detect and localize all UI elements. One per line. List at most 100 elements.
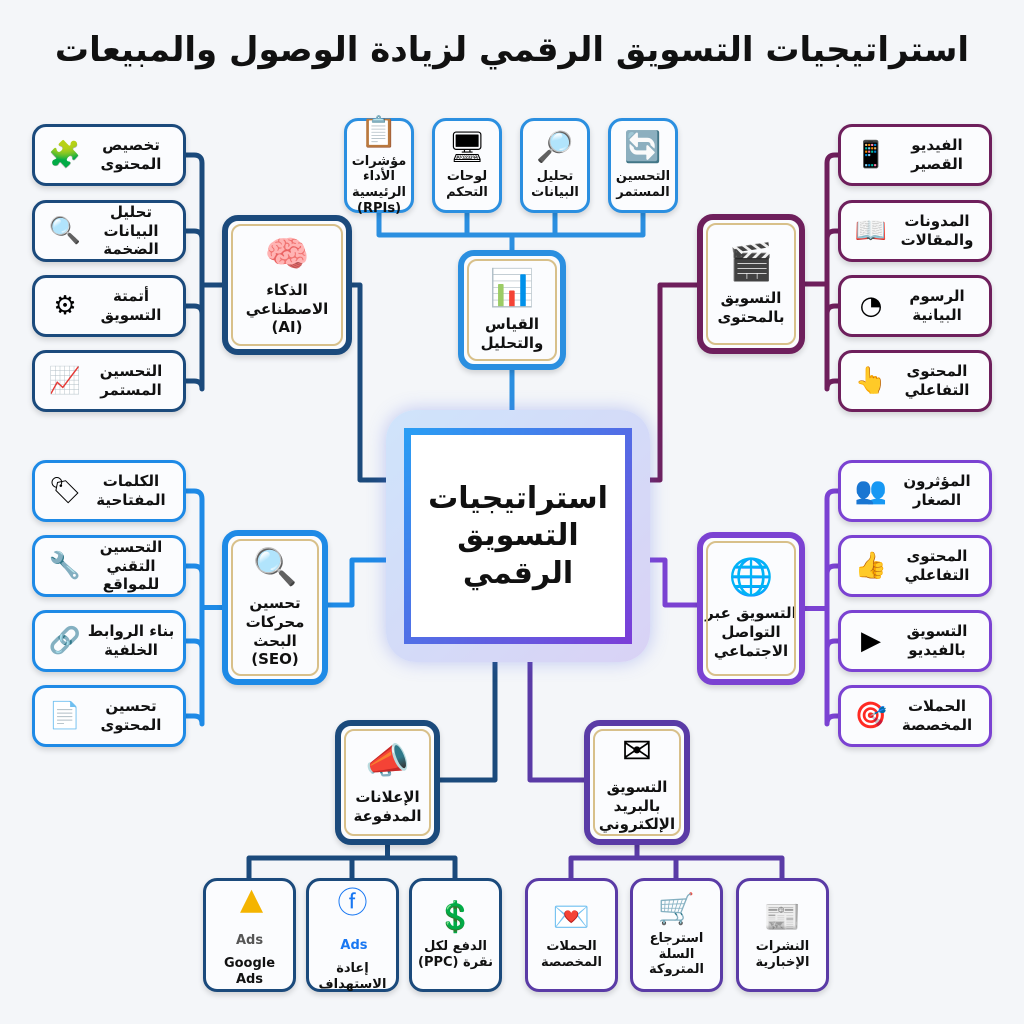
leaf-ai-0[interactable]: تخصيص المحتوى 🧩 — [32, 124, 186, 186]
leaf-label: المؤثرون الصغار — [903, 472, 971, 509]
leaf-social-2[interactable]: التسويق بالفيديو▶ — [838, 610, 992, 672]
clipboard-chart-icon: 📋 — [360, 114, 398, 150]
measure-leaf-connector — [464, 213, 515, 250]
leaf-label: تخصيص المحتوى — [100, 136, 162, 173]
leaf-label: بناء الروابط الخلفية — [87, 622, 175, 659]
leaf-email-2[interactable]: 💌الحملات المخصصة — [525, 878, 618, 992]
like-chat-icon: 👍 — [854, 551, 888, 581]
paid-leaf-connector — [246, 845, 390, 878]
measure-leaf-connector — [509, 213, 558, 250]
leaf-content-2[interactable]: الرسوم البيانية◔ — [838, 275, 992, 337]
leaf-label: Google Ads — [223, 956, 276, 987]
media-icon: 🎬 — [728, 242, 774, 284]
monitor-chart-icon: 🖥 — [447, 130, 487, 166]
leaf-seo-1[interactable]: التحسين التقني للمواقع🔧 — [32, 535, 186, 597]
leaf-ai-2[interactable]: أتمتة التسويق⚙ — [32, 275, 186, 337]
content-leaf-connector — [805, 281, 838, 317]
hub-seo[interactable]: 🔍 تحسين محركات البحث (SEO) — [222, 530, 328, 685]
document-up-icon: 📄 — [48, 701, 82, 731]
envelope-icon: ✉ — [621, 730, 653, 772]
leaf-label: التحسين المستمر — [615, 169, 671, 200]
content-leaf-connector — [805, 152, 838, 287]
newsletter-envelope-icon: 📰 — [763, 899, 802, 935]
ads-badge: Ads — [340, 937, 368, 953]
hub-inner-border — [706, 223, 796, 345]
leaf-label: التحسين المستمر — [99, 362, 163, 399]
leaf-label: التسويق بالفيديو — [906, 622, 968, 659]
leaf-label: استرجاع السلة المتروكة — [649, 931, 704, 978]
leaf-seo-3[interactable]: تحسين المحتوى 📄 — [32, 685, 186, 747]
leaf-seo-2[interactable]: بناء الروابط الخلفية🔗 — [32, 610, 186, 672]
measure-leaf-connector — [376, 213, 515, 250]
ads-badge: Ads — [235, 933, 264, 949]
leaf-social-0[interactable]: المؤثرون الصغار 👥 — [838, 460, 992, 522]
browser-search-icon: 🔍 — [252, 547, 298, 588]
leaf-ai-3[interactable]: التحسين المستمر📈 — [32, 350, 186, 412]
ai-leaf-connector — [186, 228, 222, 288]
hub-label: التسويق عبر التواصل الاجتماعي — [705, 604, 797, 660]
content-connector — [640, 282, 697, 483]
dashboard-gauge-icon: 📊 — [489, 268, 535, 310]
hub-label: الذكاء الاصطناعي (AI) — [245, 280, 329, 337]
hub-inner-border — [593, 729, 681, 836]
leaf-content-1[interactable]: المدونات والمقالات📖 — [838, 200, 992, 262]
paid-leaf-connector — [349, 845, 390, 878]
leaf-label: المحتوى التفاعلي — [904, 362, 970, 399]
click-screen-icon: 👆 — [854, 366, 888, 396]
profile-puzzle-icon: 🧩 — [48, 140, 82, 170]
envelope-heart-icon: 💌 — [552, 899, 591, 935]
hub-content[interactable]: 🎬التسويق بالمحتوى — [697, 214, 805, 354]
social-leaf-connector — [805, 488, 838, 611]
email-leaf-connector — [568, 845, 640, 878]
hub-inner-border — [231, 224, 343, 346]
gears-icon: ⚙ — [53, 291, 77, 321]
leaf-label: الكلمات المفتاحية — [96, 472, 166, 509]
hub-ai[interactable]: 🧠الذكاء الاصطناعي (AI) — [222, 215, 352, 355]
leaf-label: النشرات الإخبارية — [755, 938, 810, 970]
leaf-label: الفيديو القصير — [911, 136, 963, 173]
email-leaf-connector — [634, 845, 785, 878]
target-icon: 🎯 — [854, 701, 888, 731]
cart-ghost-icon: 🛒 — [657, 892, 696, 928]
hub-inner-border — [706, 541, 796, 676]
seo-connector — [328, 557, 395, 608]
hub-label: الإعلانات المدفوعة — [353, 787, 422, 825]
social-network-icon: 🌐 — [728, 557, 774, 599]
leaf-label: تحليل البيانات — [531, 169, 579, 200]
page-title: استراتيجيات التسويق الرقمي لزيادة الوصول… — [54, 30, 970, 70]
leaf-measure-1[interactable]: 🔎تحليل البيانات — [520, 118, 590, 213]
hub-measure[interactable]: 📊القياس والتحليل — [458, 250, 566, 370]
leaf-label: الحملات المخصصة — [901, 697, 973, 734]
leaf-paid-0[interactable]: 💲الدفع لكل نقرة (PPC) — [409, 878, 502, 992]
leaf-label: التحسين التقني للمواقع — [99, 537, 163, 594]
hub-email[interactable]: ✉التسويق بالبريد الإلكتروني — [584, 720, 690, 845]
content-leaf-connector — [805, 281, 838, 392]
hub-social[interactable]: 🌐 التسويق عبر التواصل الاجتماعي — [697, 532, 805, 685]
phone-video-icon: 📱 — [854, 140, 888, 170]
paid-leaf-connector — [385, 845, 458, 878]
google-ads-icon: ▲Ads — [235, 882, 264, 949]
leaf-measure-2[interactable]: 🖥لوحات التحكم — [432, 118, 502, 213]
measure-leaf-connector — [509, 213, 646, 250]
people-star-icon: 👥 — [854, 476, 888, 506]
leaf-content-3[interactable]: المحتوى التفاعلي 👆 — [838, 350, 992, 412]
leaf-ai-1[interactable]: تحليل البيانات الضخمة🔍 — [32, 200, 186, 262]
leaf-seo-0[interactable]: الكلمات المفتاحية🏷 — [32, 460, 186, 522]
content-leaf-connector — [805, 228, 838, 287]
leaf-measure-3[interactable]: 📋مؤشرات الأداء الرئيسية (RPIs) — [344, 114, 414, 216]
leaf-content-0[interactable]: الفيديو القصير 📱 — [838, 124, 992, 186]
hub-label: تحسين محركات البحث (SEO) — [245, 594, 305, 669]
leaf-measure-0[interactable]: 🔄التحسين المستمر — [608, 118, 678, 213]
hub-paid[interactable]: 📣الإعلانات المدفوعة — [335, 720, 440, 845]
social-connector — [640, 557, 697, 608]
leaf-email-1[interactable]: 🛒استرجاع السلة المتروكة — [630, 878, 723, 992]
hub-inner-border — [231, 539, 319, 676]
leaf-social-3[interactable]: الحملات المخصصة 🎯 — [838, 685, 992, 747]
seo-leaf-connector — [186, 488, 222, 610]
ai-leaf-connector — [186, 152, 222, 288]
leaf-social-1[interactable]: المحتوى التفاعلي👍 — [838, 535, 992, 597]
leaf-email-0[interactable]: 📰النشرات الإخبارية — [736, 878, 829, 992]
leaf-label: تحسين المحتوى — [100, 697, 162, 734]
